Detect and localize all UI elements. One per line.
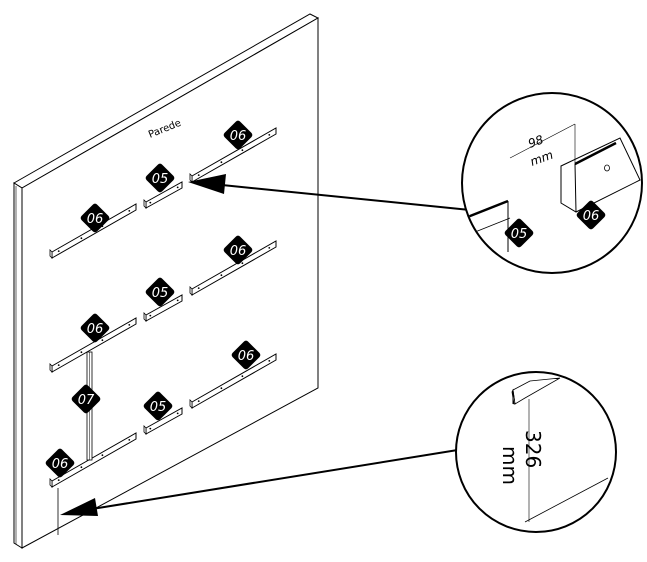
detail-label-right-text: 06 bbox=[583, 209, 600, 224]
part-label-r2-mid-text: 05 bbox=[152, 286, 169, 301]
detail-bottom-dimension-value: 326 bbox=[521, 430, 545, 468]
rail-05-row1-mid bbox=[143, 181, 183, 209]
rail-05-row2-mid bbox=[143, 294, 183, 322]
callout-arrow-bottom bbox=[60, 447, 471, 516]
rail-06-row1-right bbox=[189, 127, 277, 183]
rail-06-row2-left bbox=[49, 317, 137, 373]
part-labels: 06 05 06 06 05 06 06 05 06 07 bbox=[45, 120, 261, 478]
part-label-r1-left: 06 bbox=[80, 203, 110, 233]
rail-06-row3-right bbox=[189, 353, 277, 409]
part-label-r2-right-text: 06 bbox=[230, 244, 247, 259]
part-label-r1-mid: 05 bbox=[145, 163, 175, 193]
wall-left-edge bbox=[13, 182, 23, 549]
part-label-spacer: 07 bbox=[71, 384, 101, 414]
callout-arrow-top bbox=[188, 174, 471, 211]
part-label-r2-right: 06 bbox=[223, 235, 253, 265]
part-label-r1-left-text: 06 bbox=[87, 212, 104, 227]
detail-label-left-text: 05 bbox=[511, 227, 528, 242]
part-label-r2-left: 06 bbox=[80, 313, 110, 343]
rail-06-row3-left bbox=[49, 432, 137, 488]
part-label-r1-right-text: 06 bbox=[230, 129, 247, 144]
part-label-r3-left: 06 bbox=[45, 448, 75, 478]
part-label-spacer-text: 07 bbox=[78, 393, 95, 408]
part-label-r1-right: 06 bbox=[223, 120, 253, 150]
part-label-r2-mid: 05 bbox=[145, 277, 175, 307]
part-label-r3-mid-text: 05 bbox=[150, 400, 167, 415]
detail-top-dimension-value: 98 bbox=[526, 132, 545, 151]
detail-bottom-dimension-unit: mm bbox=[498, 446, 522, 485]
part-label-r3-mid: 05 bbox=[143, 391, 173, 421]
detail-circle-top: 98 mm bbox=[461, 92, 643, 274]
rail-06-row2-right bbox=[189, 240, 277, 296]
rail-05-row3-mid bbox=[143, 407, 183, 435]
detail-label-right: 06 bbox=[576, 200, 606, 230]
part-label-r2-left-text: 06 bbox=[87, 322, 104, 337]
detail-circle-bottom: 326 mm bbox=[455, 371, 617, 533]
detail-labels: 05 06 bbox=[504, 200, 606, 248]
detail-label-left: 05 bbox=[504, 218, 534, 248]
part-label-r1-mid-text: 05 bbox=[152, 172, 169, 187]
part-label-r3-right: 06 bbox=[231, 340, 261, 370]
part-label-r3-right-text: 06 bbox=[238, 349, 255, 364]
part-label-r3-left-text: 06 bbox=[52, 457, 69, 472]
